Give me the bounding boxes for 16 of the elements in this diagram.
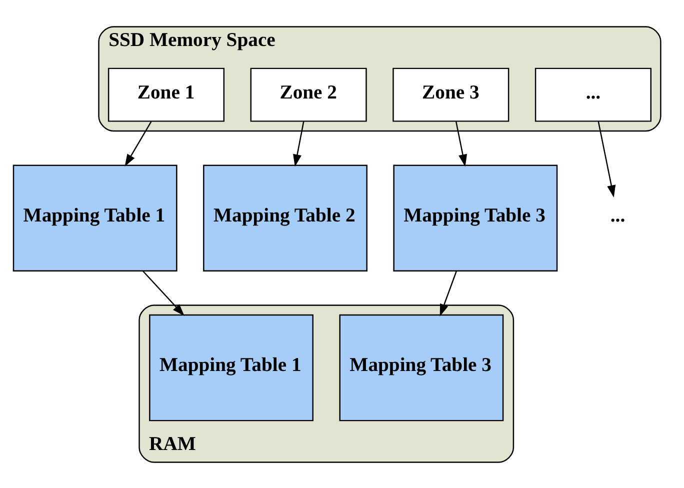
arrow: [598, 121, 616, 198]
node-box: Mapping Table 2: [203, 164, 368, 271]
arrow: [124, 120, 152, 166]
arrow: [293, 121, 304, 166]
node-box: Zone 1: [108, 67, 225, 122]
node-box: Mapping Table 3: [393, 164, 558, 271]
node-box: Zone 3: [392, 67, 510, 122]
node-box: Zone 2: [250, 67, 367, 122]
node-box: Mapping Table 3: [339, 314, 504, 421]
arrow: [142, 270, 184, 316]
arrow: [455, 121, 467, 166]
arrow: [440, 270, 457, 316]
node-box: Mapping Table 1: [149, 314, 314, 421]
node-text: ...: [610, 205, 626, 226]
node-box: Mapping Table 1: [12, 164, 178, 271]
node-box: ...: [534, 67, 652, 122]
